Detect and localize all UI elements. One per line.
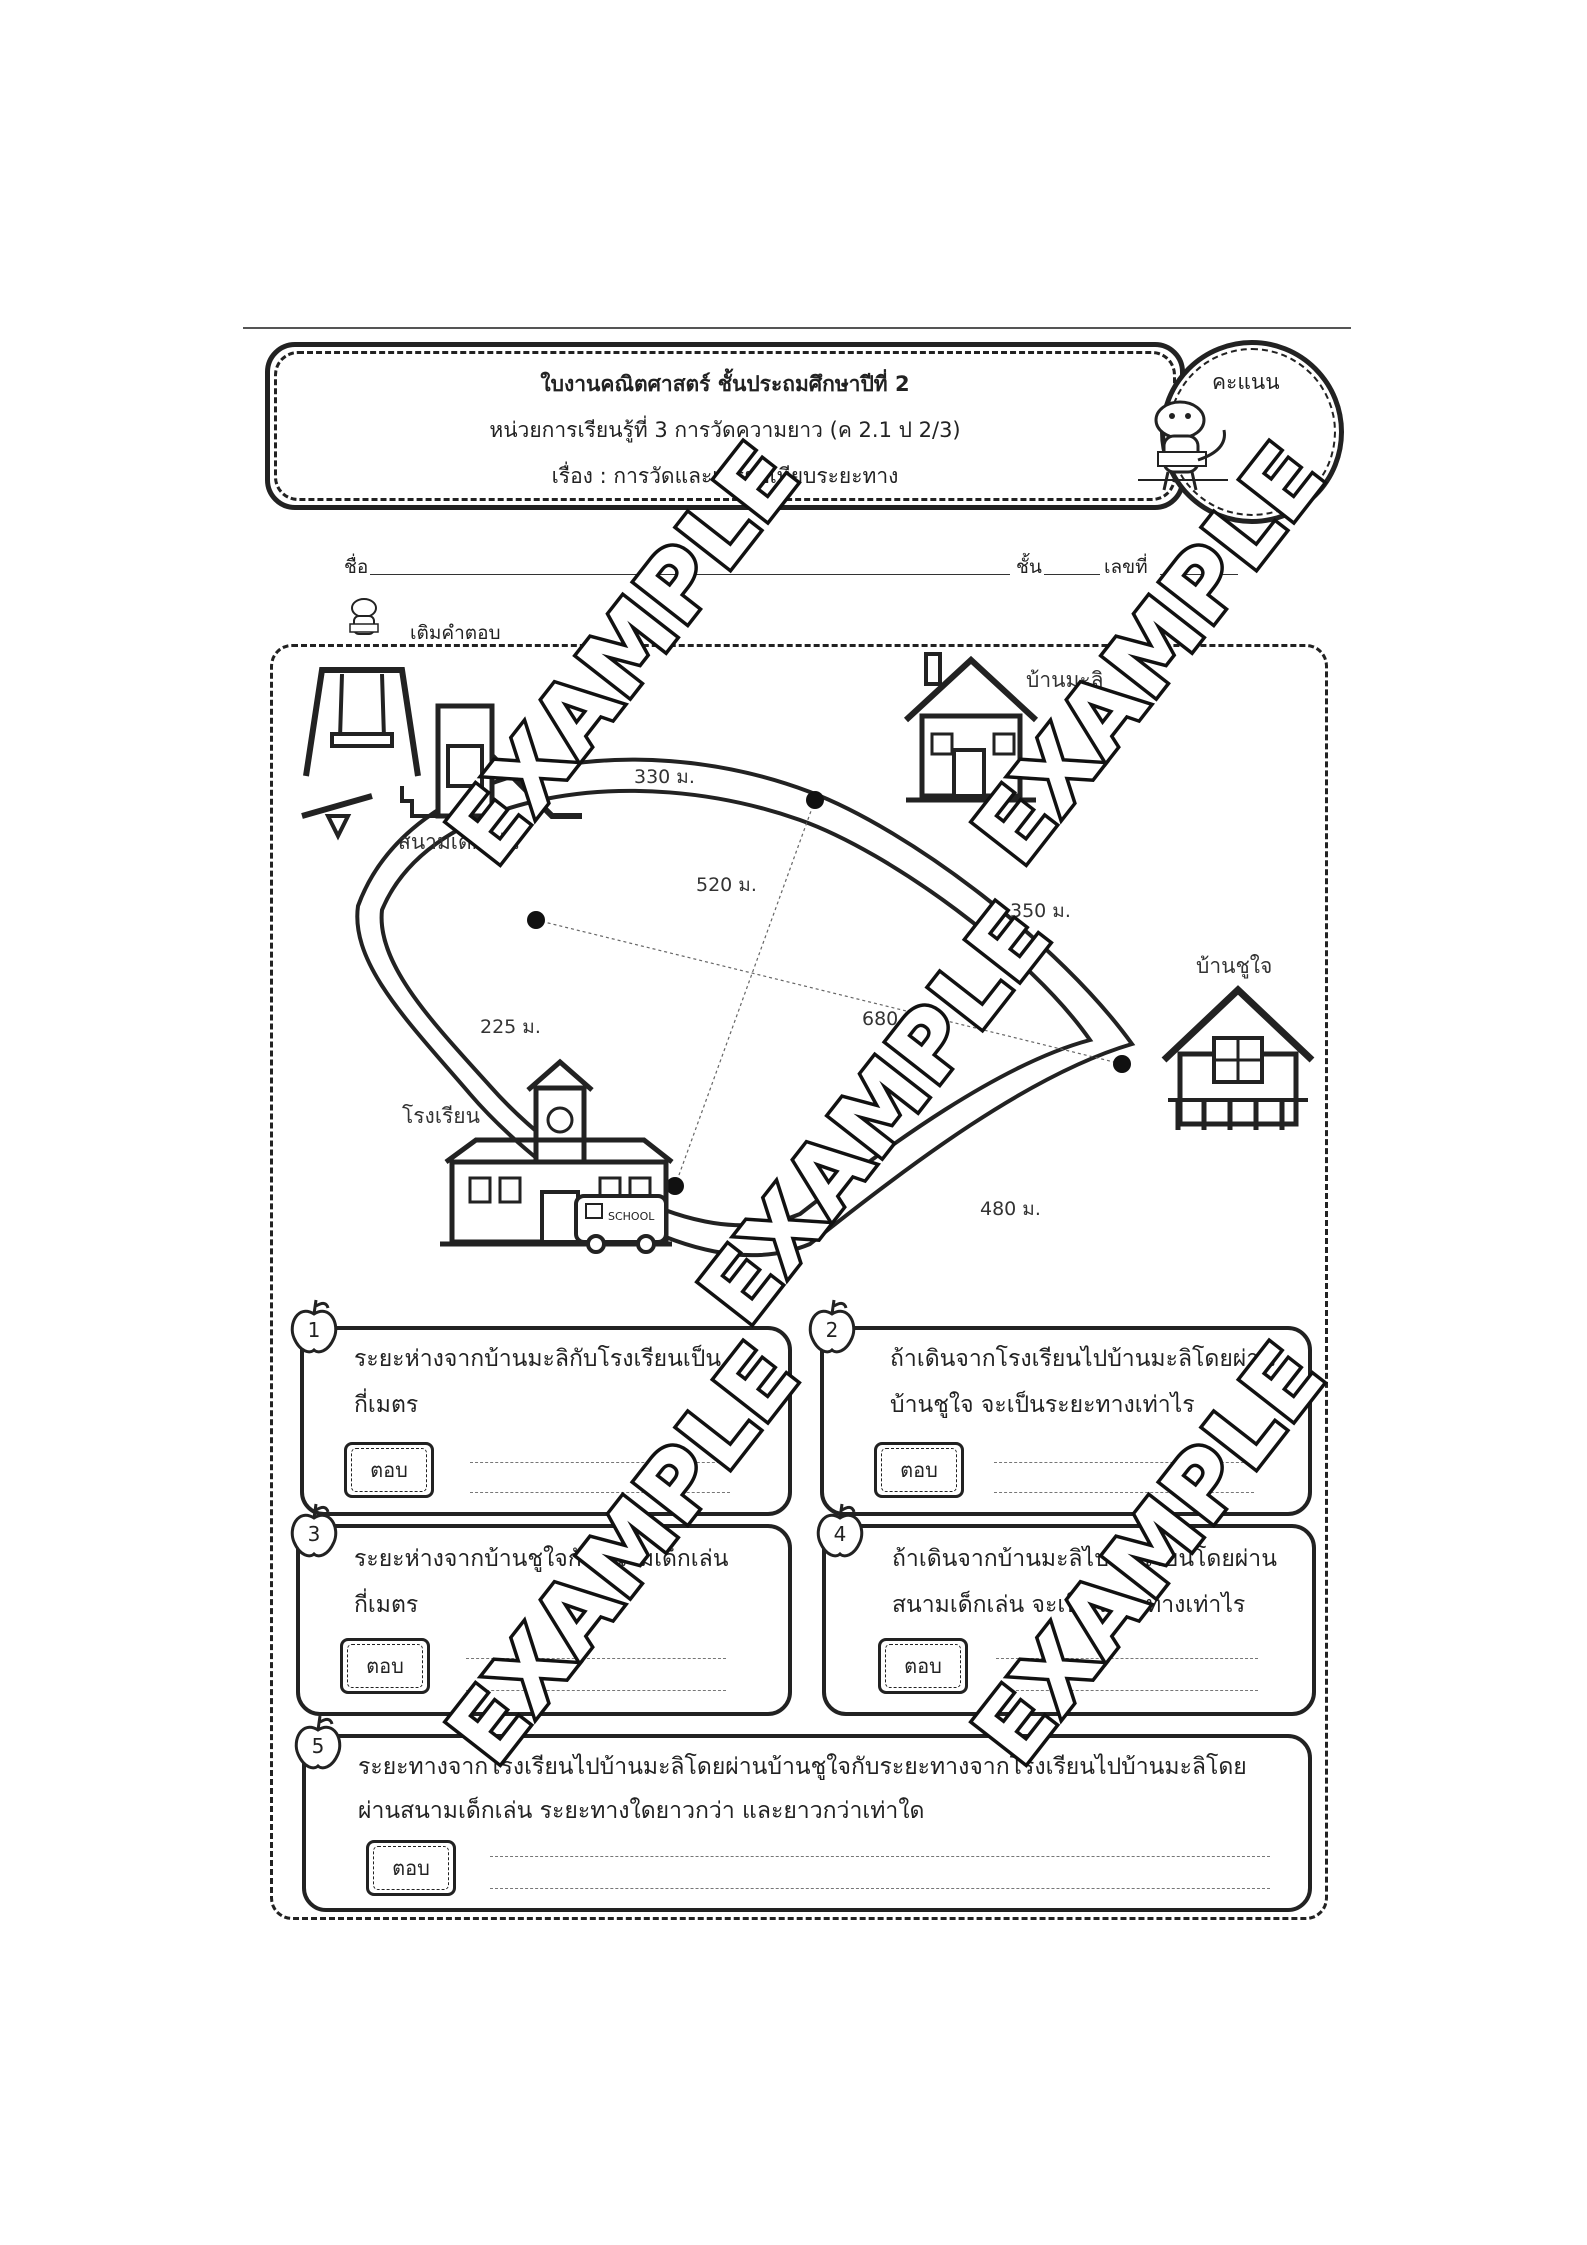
dinosaur-mascot-icon [1138,400,1228,491]
question-1-line2: กี่เมตร [354,1392,419,1418]
apple-number-1: 1 [288,1296,340,1356]
answer-2-line-b[interactable] [994,1492,1254,1493]
answer-2-label-box: ตอบ [874,1442,964,1498]
place-house-mali: บ้านมะลิ [1026,668,1104,692]
apple-number-3: 3 [288,1500,340,1560]
playground-icon [301,667,582,841]
apple-icon [290,1503,338,1558]
answer-5-label-box: ตอบ [366,1840,456,1896]
apple-number-4: 4 [814,1500,866,1560]
answer-4-line-b[interactable] [996,1690,1258,1691]
topic-title: เรื่อง : การวัดและเปรียบเทียบระยะทาง [551,464,899,488]
header-inner-border: ใบงานคณิตศาสตร์ ชั้นประถมศึกษาปีที่ 2 หน… [274,351,1176,501]
answer-4-line-a[interactable] [996,1658,1258,1659]
question-5-line1: ระยะทางจากโรงเรียนไปบ้านมะลิโดยผ่านบ้านช… [358,1754,1247,1780]
apple-icon [816,1503,864,1558]
dist-playground-mali: 330 ม. [634,766,695,788]
place-playground: สนามเด็กเล่น [398,830,519,854]
main-content-box [270,644,1328,1920]
question-4-line2: สนามเด็กเล่น จะเป็นระยะทางเท่าไร [892,1592,1246,1618]
class-field[interactable] [1044,574,1100,575]
dist-playground-chujai: 680 ม. [862,1008,923,1030]
dist-school-chujai: 480 ม. [980,1198,1041,1220]
answer-3-label: ตอบ [347,1644,423,1688]
route-map [355,757,1136,1258]
answer-3-label-box: ตอบ [340,1638,430,1694]
dist-mali-chujai: 350 ม. [1010,900,1071,922]
question-1-box: ระยะห่างจากบ้านมะลิกับโรงเรียนเป็น กี่เม… [300,1326,792,1516]
number-label: เลขที่ [1104,556,1148,578]
question-2-box: ถ้าเดินจากโรงเรียนไปบ้านมะลิโดยผ่าน บ้าน… [820,1326,1312,1516]
answer-4-label: ตอบ [885,1644,961,1688]
apple-number-5: 5 [292,1712,344,1772]
question-4-box: ถ้าเดินจากบ้านมะลิไปโรงเรียนโดยผ่าน สนาม… [822,1524,1316,1716]
question-3-number: 3 [307,1522,321,1546]
place-school: โรงเรียน [402,1104,480,1128]
answer-5-line-a[interactable] [490,1856,1270,1857]
answer-4-label-box: ตอบ [878,1638,968,1694]
point-chujai [1113,1055,1131,1073]
dist-playground-school: 225 ม. [480,1016,541,1038]
point-playground [527,911,545,929]
question-1-number: 1 [307,1318,321,1342]
question-1-line1: ระยะห่างจากบ้านมะลิกับโรงเรียนเป็น [354,1346,722,1372]
place-house-chujai: บ้านชูใจ [1196,954,1273,978]
house-mali-icon [903,652,1039,803]
number-field[interactable] [1160,574,1238,575]
house-chujai-icon [1161,985,1315,1130]
apple-number-2: 2 [806,1296,858,1356]
answer-1-label-box: ตอบ [344,1442,434,1498]
question-5-box: ระยะทางจากโรงเรียนไปบ้านมะลิโดยผ่านบ้านช… [302,1734,1312,1912]
answer-2-label: ตอบ [881,1448,957,1492]
top-rule [243,327,1351,329]
apple-icon [808,1299,856,1354]
unit-title: หน่วยการเรียนรู้ที่ 3 การวัดความยาว (ค 2… [489,418,961,442]
dinosaur-small-icon [349,598,379,635]
score-label: คะแนน [1212,370,1280,394]
question-4-number: 4 [833,1522,847,1546]
worksheet-title: ใบงานคณิตศาสตร์ ชั้นประถมศึกษาปีที่ 2 [540,372,910,396]
bus-label: SCHOOL [608,1210,655,1223]
answer-1-line-a[interactable] [470,1462,730,1463]
class-label: ชั้น [1016,556,1042,578]
question-5-number: 5 [311,1734,325,1758]
dist-mali-school: 520 ม. [696,874,757,896]
question-2-line1: ถ้าเดินจากโรงเรียนไปบ้านมะลิโดยผ่าน [890,1346,1275,1372]
answer-2-line-a[interactable] [994,1462,1254,1463]
question-4-line1: ถ้าเดินจากบ้านมะลิไปโรงเรียนโดยผ่าน [892,1546,1277,1572]
question-3-line2: กี่เมตร [354,1592,419,1618]
answer-3-line-a[interactable] [466,1658,726,1659]
answer-5-label: ตอบ [373,1846,449,1890]
question-2-line2: บ้านชูใจ จะเป็นระยะทางเท่าไร [890,1392,1195,1418]
answer-3-line-b[interactable] [466,1690,726,1691]
question-5-line2: ผ่านสนามเด็กเล่น ระยะทางใดยาวกว่า และยาว… [358,1798,925,1824]
answer-1-label: ตอบ [351,1448,427,1492]
instruction-text: เติมคำตอบ [410,622,501,644]
school-bus-icon: SCHOOL [574,1194,668,1254]
name-label: ชื่อ [344,556,369,578]
point-school [666,1177,684,1195]
answer-1-line-b[interactable] [470,1492,730,1493]
question-2-number: 2 [825,1318,839,1342]
point-mali [806,791,824,809]
answer-5-line-b[interactable] [490,1888,1270,1889]
name-field[interactable] [370,574,1010,575]
question-3-line1: ระยะห่างจากบ้านชูใจกับสนามเด็กเล่น [354,1546,729,1572]
question-3-box: ระยะห่างจากบ้านชูใจกับสนามเด็กเล่น กี่เม… [296,1524,792,1716]
apple-icon [294,1715,342,1770]
apple-icon [290,1299,338,1354]
